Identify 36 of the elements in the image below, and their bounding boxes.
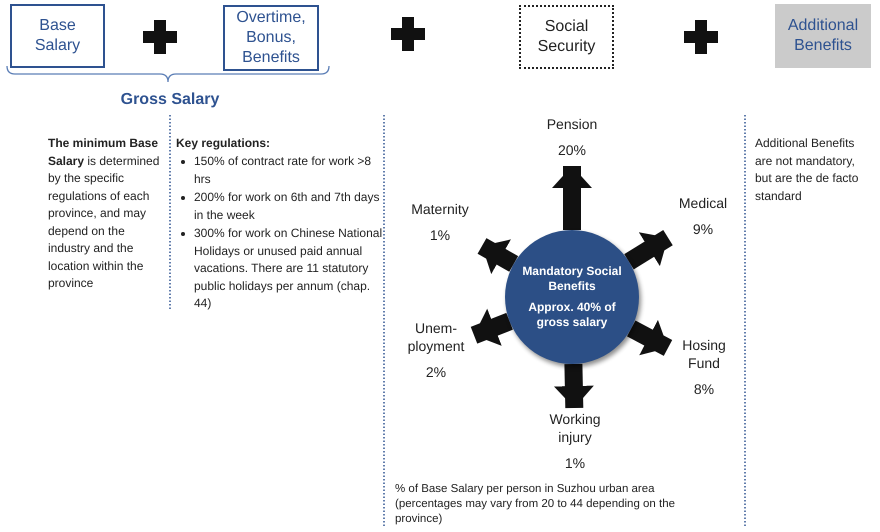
salary-box bbox=[223, 5, 319, 71]
node-text: Hosing Fund bbox=[681, 336, 727, 372]
circle-text: Mandatory Social Benefits bbox=[521, 264, 623, 294]
node-text: Working injury bbox=[548, 410, 602, 446]
description-text: The minimum Base Salary is determined by the specific regulations of each province, and may depend on the industry and the location within the province bbox=[48, 135, 160, 292]
social-security-box bbox=[519, 5, 614, 69]
node-text: 1% bbox=[430, 226, 450, 244]
node-text: Overtime, Bonus, Benefits bbox=[236, 8, 306, 68]
block-arrow bbox=[627, 320, 672, 356]
node-text: Social Security bbox=[536, 17, 596, 57]
heading-text: Key regulations: bbox=[176, 135, 272, 152]
note-text: Additional Benefits are not mandatory, but are the de facto standard bbox=[755, 135, 860, 204]
circle-text: Approx. 40% of gross salary bbox=[527, 300, 617, 330]
node-text: 1% bbox=[564, 454, 586, 472]
bullet-text: 150% of contract rate for work >8 hrs bbox=[176, 153, 384, 188]
block-arrow bbox=[554, 364, 594, 408]
node-text: 2% bbox=[426, 363, 446, 381]
node-text: Medical bbox=[678, 194, 728, 212]
footnote-text: % of Base Salary per person in Suzhou urban area (percentages may vary from 20 to 44 depending on the province) bbox=[395, 482, 676, 527]
node-text: 20% bbox=[558, 141, 586, 159]
block-arrow bbox=[478, 238, 518, 274]
bullet-text: 200% for work on 6th and 7th days in the week bbox=[176, 189, 384, 224]
block-arrow bbox=[552, 166, 592, 230]
block-arrow bbox=[624, 230, 673, 270]
node-text: Maternity bbox=[411, 200, 469, 218]
salary-box bbox=[10, 4, 105, 68]
node-text: Base Salary bbox=[34, 16, 82, 56]
node-text: 9% bbox=[692, 220, 714, 238]
bracket-label: Gross Salary bbox=[120, 90, 220, 110]
node-text: Pension bbox=[546, 115, 598, 133]
node-text: 8% bbox=[694, 380, 714, 398]
block-arrow bbox=[470, 308, 513, 346]
node-text: Unem- ployment bbox=[406, 319, 466, 355]
node-text: Additional Benefits bbox=[786, 16, 860, 56]
bullet-text: 300% for work on Chinese National Holidays or unused paid annual vacations. There are 11 statutory public holidays per annum (chap. 44) bbox=[176, 225, 384, 312]
benefits-box bbox=[775, 4, 871, 68]
